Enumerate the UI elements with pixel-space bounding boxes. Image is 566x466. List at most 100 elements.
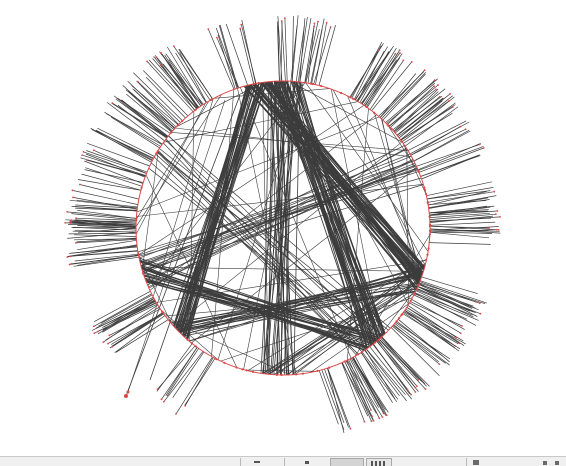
inner-node[interactable] <box>301 372 304 375</box>
outer-node[interactable] <box>455 336 458 339</box>
outer-node[interactable] <box>313 22 316 25</box>
outer-node[interactable] <box>410 61 413 63</box>
outer-node[interactable] <box>70 219 73 222</box>
inner-node[interactable] <box>186 338 189 341</box>
outer-node[interactable] <box>459 332 462 334</box>
outer-node[interactable] <box>240 23 243 26</box>
outer-node[interactable] <box>184 405 187 407</box>
outer-node[interactable] <box>92 149 95 152</box>
outer-node[interactable] <box>173 45 175 48</box>
outer-node[interactable] <box>136 80 139 83</box>
inner-node[interactable] <box>190 342 193 345</box>
outer-node[interactable] <box>325 21 328 24</box>
outer-node[interactable] <box>79 183 81 186</box>
outer-node[interactable] <box>372 419 375 422</box>
outer-node[interactable] <box>410 393 412 396</box>
inner-node[interactable] <box>424 192 428 196</box>
inner-node[interactable] <box>379 336 382 339</box>
outer-node[interactable] <box>175 413 177 415</box>
outer-node[interactable] <box>399 52 401 54</box>
outer-node[interactable] <box>71 189 74 192</box>
inner-node[interactable] <box>373 111 376 114</box>
inner-node[interactable] <box>417 284 420 287</box>
export-icon[interactable] <box>470 458 482 466</box>
outer-node[interactable] <box>313 25 315 28</box>
inner-node[interactable] <box>161 311 164 314</box>
outer-node[interactable] <box>363 420 366 423</box>
inner-node[interactable] <box>426 253 429 256</box>
outer-node[interactable] <box>493 190 496 193</box>
outer-node[interactable] <box>437 84 439 86</box>
inner-node[interactable] <box>316 369 319 372</box>
outer-node[interactable] <box>370 409 372 411</box>
inner-node[interactable] <box>400 314 403 317</box>
inner-node[interactable] <box>245 369 248 372</box>
outer-node[interactable] <box>424 388 427 390</box>
inner-node[interactable] <box>409 299 412 302</box>
outer-node[interactable] <box>69 255 72 258</box>
inner-node[interactable] <box>137 252 140 255</box>
outer-node[interactable] <box>378 417 381 420</box>
network-graph-canvas[interactable] <box>0 0 566 456</box>
zoom-out-icon[interactable] <box>552 458 562 466</box>
inner-node[interactable] <box>428 215 431 218</box>
outer-node[interactable] <box>402 59 405 62</box>
outer-node[interactable] <box>433 79 436 81</box>
outer-node[interactable] <box>459 125 462 128</box>
outer-node[interactable] <box>146 60 149 63</box>
inner-node[interactable] <box>423 188 427 191</box>
outer-node[interactable] <box>452 106 454 108</box>
outer-node[interactable] <box>494 213 497 216</box>
outer-node[interactable] <box>417 379 420 381</box>
inner-node[interactable] <box>320 84 323 88</box>
inner-node[interactable] <box>428 223 432 226</box>
outer-node[interactable] <box>497 228 500 231</box>
inner-node[interactable] <box>251 370 255 373</box>
outer-node[interactable] <box>496 228 498 231</box>
inner-node[interactable] <box>210 98 213 101</box>
inner-node[interactable] <box>194 108 197 111</box>
inner-node[interactable] <box>275 373 278 376</box>
outer-node[interactable] <box>394 52 397 55</box>
inner-node[interactable] <box>386 123 389 126</box>
outer-node[interactable] <box>378 49 380 52</box>
outer-node[interactable] <box>107 342 109 345</box>
outer-node[interactable] <box>458 342 461 345</box>
inner-node[interactable] <box>423 186 426 189</box>
inner-node[interactable] <box>181 119 184 123</box>
inner-node[interactable] <box>343 360 346 363</box>
outer-node[interactable] <box>449 92 452 95</box>
inner-node[interactable] <box>328 366 331 369</box>
inner-node[interactable] <box>357 353 360 356</box>
outer-node[interactable] <box>381 416 384 418</box>
outer-node[interactable] <box>464 128 467 131</box>
outer-node[interactable] <box>370 420 373 422</box>
outer-node[interactable] <box>160 52 163 55</box>
outer-node[interactable] <box>216 36 218 39</box>
outer-node[interactable] <box>482 147 485 149</box>
outer-node[interactable] <box>92 325 95 328</box>
outer-node[interactable] <box>86 159 88 162</box>
outer-node[interactable] <box>75 242 77 244</box>
outer-node[interactable] <box>81 154 83 157</box>
outer-node[interactable] <box>108 334 111 337</box>
outer-node[interactable] <box>488 227 490 230</box>
inner-node[interactable] <box>311 82 314 86</box>
outer-node[interactable] <box>126 390 130 394</box>
outer-node[interactable] <box>329 26 332 28</box>
inner-node[interactable] <box>390 127 393 130</box>
grid-view-button[interactable] <box>366 458 392 466</box>
inner-node[interactable] <box>427 247 430 250</box>
outer-node[interactable] <box>70 263 73 265</box>
pan-tool-icon[interactable] <box>300 458 314 466</box>
outer-node[interactable] <box>160 398 163 401</box>
outer-node[interactable] <box>66 211 69 213</box>
outer-node[interactable] <box>461 325 463 327</box>
outer-node[interactable] <box>111 102 114 104</box>
outer-node[interactable] <box>159 64 162 67</box>
inner-node[interactable] <box>176 124 179 127</box>
inner-node[interactable] <box>428 233 431 236</box>
outer-node[interactable] <box>72 196 74 199</box>
outer-node[interactable] <box>75 217 77 220</box>
outer-node[interactable] <box>423 69 426 72</box>
